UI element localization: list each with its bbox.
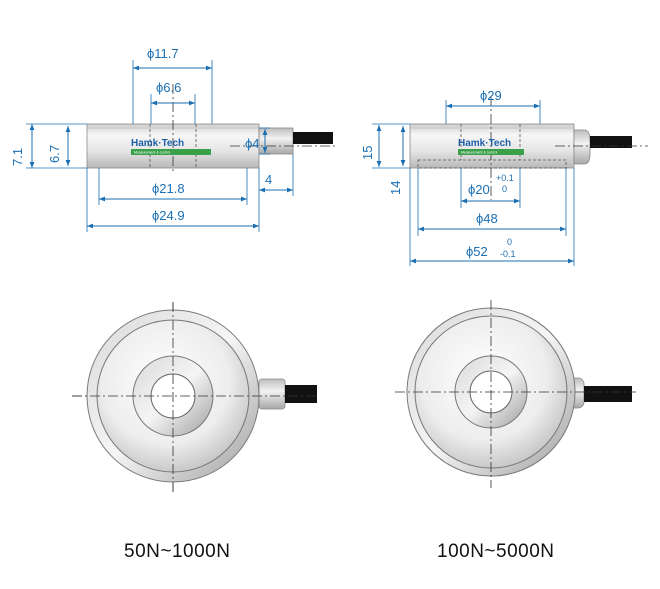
left-dim-h-total: 7.1 [10, 123, 87, 169]
right-dim-d-top-label: ϕ29 [480, 88, 502, 103]
left-side-view: Hamk·Tech Measurement & control ϕ11.7 ϕ6… [10, 46, 336, 232]
left-dim-d-outer-label: ϕ24.9 [152, 208, 185, 223]
right-hidden-cavity [417, 159, 567, 169]
left-dim-h-body: 6.7 [47, 126, 71, 166]
left-logo-text: Hamk·Tech [131, 138, 184, 149]
right-dim-d-outer-tol-upper: 0 [507, 237, 512, 247]
left-connector [258, 127, 294, 155]
left-logo-band [131, 149, 211, 155]
right-dim-d-hole-label: ϕ20 [468, 182, 490, 197]
right-dim-d-hole-tol-lower: 0 [502, 184, 507, 194]
left-cable [293, 132, 333, 144]
right-dim-d-mid: ϕ48 [417, 168, 567, 236]
left-dim-h-body-label: 6.7 [47, 145, 62, 163]
left-dim-d-mid: ϕ21.8 [98, 168, 248, 205]
right-dim-d-outer-tol-lower: -0.1 [500, 249, 516, 259]
left-dim-d-top: ϕ11.7 [132, 46, 213, 124]
right-top-cable [584, 386, 632, 402]
right-connector [573, 129, 591, 165]
left-dim-d-mid-label: ϕ21.8 [152, 181, 185, 196]
left-dim-d-top-label: ϕ11.7 [147, 46, 179, 61]
right-dim-h-total-label: 15 [360, 146, 375, 160]
left-range-caption: 50N~1000N [124, 541, 231, 562]
right-dim-d-mid-label: ϕ48 [476, 211, 498, 226]
left-top-cable [285, 385, 317, 403]
left-dim-d-cable-label: ϕ4 [245, 136, 260, 151]
left-dim-cable-len: 4 [259, 154, 294, 196]
left-dim-d-inner: ϕ6.6 [150, 80, 196, 124]
left-top-view [72, 302, 318, 492]
right-logo-sub: Measurement & control [461, 151, 497, 155]
right-dim-h-body: 14 [388, 126, 406, 195]
left-dim-cable-len-label: 4 [265, 172, 272, 187]
right-dim-d-hole-tol-upper: +0.1 [496, 173, 514, 183]
left-logo: Hamk·Tech Measurement & control [131, 138, 211, 155]
right-logo-text: Hamk·Tech [458, 138, 511, 149]
right-dim-d-top: ϕ29 [445, 88, 541, 124]
right-range-caption: 100N~5000N [437, 541, 555, 562]
right-dim-d-outer-label: ϕ52 [466, 244, 488, 259]
right-dim-d-outer: ϕ52 0 -0.1 [409, 168, 575, 266]
right-logo-band [458, 149, 524, 155]
left-dim-d-inner-label: ϕ6.6 [156, 80, 181, 95]
left-top-connector [258, 378, 286, 410]
right-dim-h-total: 15 [360, 123, 410, 169]
right-logo: Hamk·Tech Measurement & control [458, 138, 524, 155]
left-dim-d-cable: ϕ4 [245, 127, 270, 155]
left-dim-h-total-label: 7.1 [10, 148, 25, 166]
right-side-view: Hamk·Tech Measurement & control ϕ29 15 1… [360, 88, 648, 266]
right-sensor-body [409, 123, 575, 169]
right-cable [590, 136, 632, 148]
right-dim-h-body-label: 14 [388, 181, 403, 195]
left-logo-sub: Measurement & control [134, 151, 170, 155]
right-top-view [395, 300, 636, 488]
left-dim-d-outer: ϕ24.9 [86, 168, 260, 232]
right-dim-d-hole: ϕ20 +0.1 0 [460, 168, 521, 208]
